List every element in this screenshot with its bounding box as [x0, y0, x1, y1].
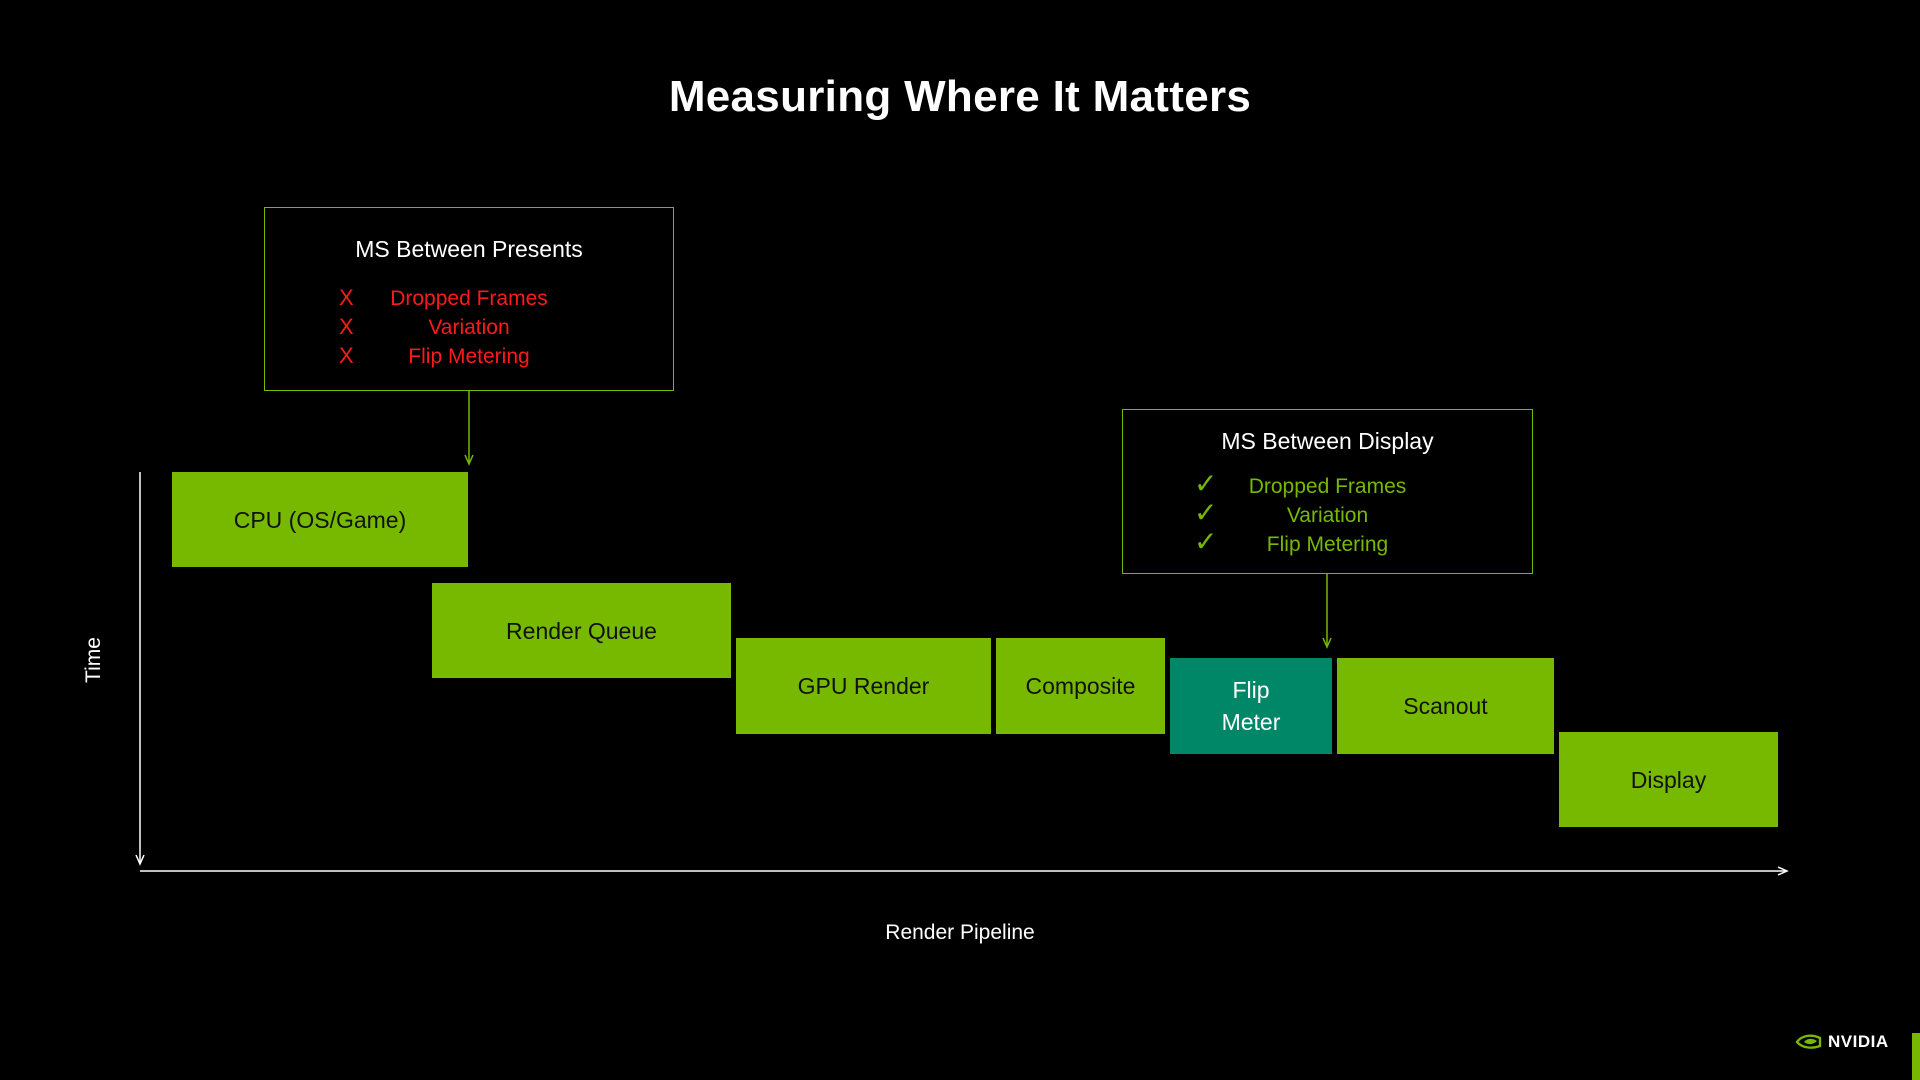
stage-gpu-render: GPU Render [736, 638, 991, 734]
stage-flip-meter-label: Flip Meter [1221, 677, 1281, 735]
display-connector-arrow [1322, 574, 1332, 649]
display-callout-title: MS Between Display [1221, 428, 1434, 454]
presents-item-variation: X Variation [339, 314, 510, 339]
slide-title: Measuring Where It Matters [668, 72, 1252, 121]
stage-render-queue: Render Queue [432, 583, 731, 678]
x-icon: X [339, 285, 354, 310]
x-icon: X [339, 314, 354, 339]
stage-cpu: CPU (OS/Game) [172, 472, 468, 567]
display-callout: MS Between Display ✓ Dropped Frames ✓ Va… [1122, 409, 1533, 574]
presents-connector-arrow [464, 391, 474, 466]
stage-display: Display [1559, 732, 1778, 827]
display-item-flip-metering: ✓ Flip Metering [1194, 526, 1389, 557]
checkmark-icon: ✓ [1194, 497, 1218, 528]
presents-item-flip-metering: X Flip Metering [339, 343, 530, 368]
stage-scanout: Scanout [1337, 658, 1554, 754]
pipeline-axis-label: Render Pipeline [885, 921, 1035, 944]
stage-flip-meter: Flip Meter [1170, 658, 1332, 754]
pipeline-axis-arrow [140, 866, 1789, 876]
stage-composite: Composite [996, 638, 1165, 734]
display-item-dropped-frames: ✓ Dropped Frames [1194, 468, 1407, 499]
display-item-variation: ✓ Variation [1194, 497, 1369, 528]
presents-item-dropped-frames: X Dropped Frames [339, 285, 548, 310]
checkmark-icon: ✓ [1194, 526, 1218, 557]
checkmark-icon: ✓ [1194, 468, 1218, 499]
presents-callout-title: MS Between Presents [355, 236, 583, 262]
x-icon: X [339, 343, 354, 368]
presents-callout: MS Between Presents X Dropped Frames X V… [264, 207, 674, 391]
time-axis-label: Time [82, 637, 105, 683]
nvidia-eye-icon [1795, 1034, 1822, 1049]
nvidia-logo-text: NVIDIA [1828, 1032, 1889, 1051]
time-axis-arrow [135, 472, 145, 866]
corner-accent-bar [1912, 1033, 1920, 1080]
nvidia-logo: NVIDIA [1795, 1030, 1889, 1054]
